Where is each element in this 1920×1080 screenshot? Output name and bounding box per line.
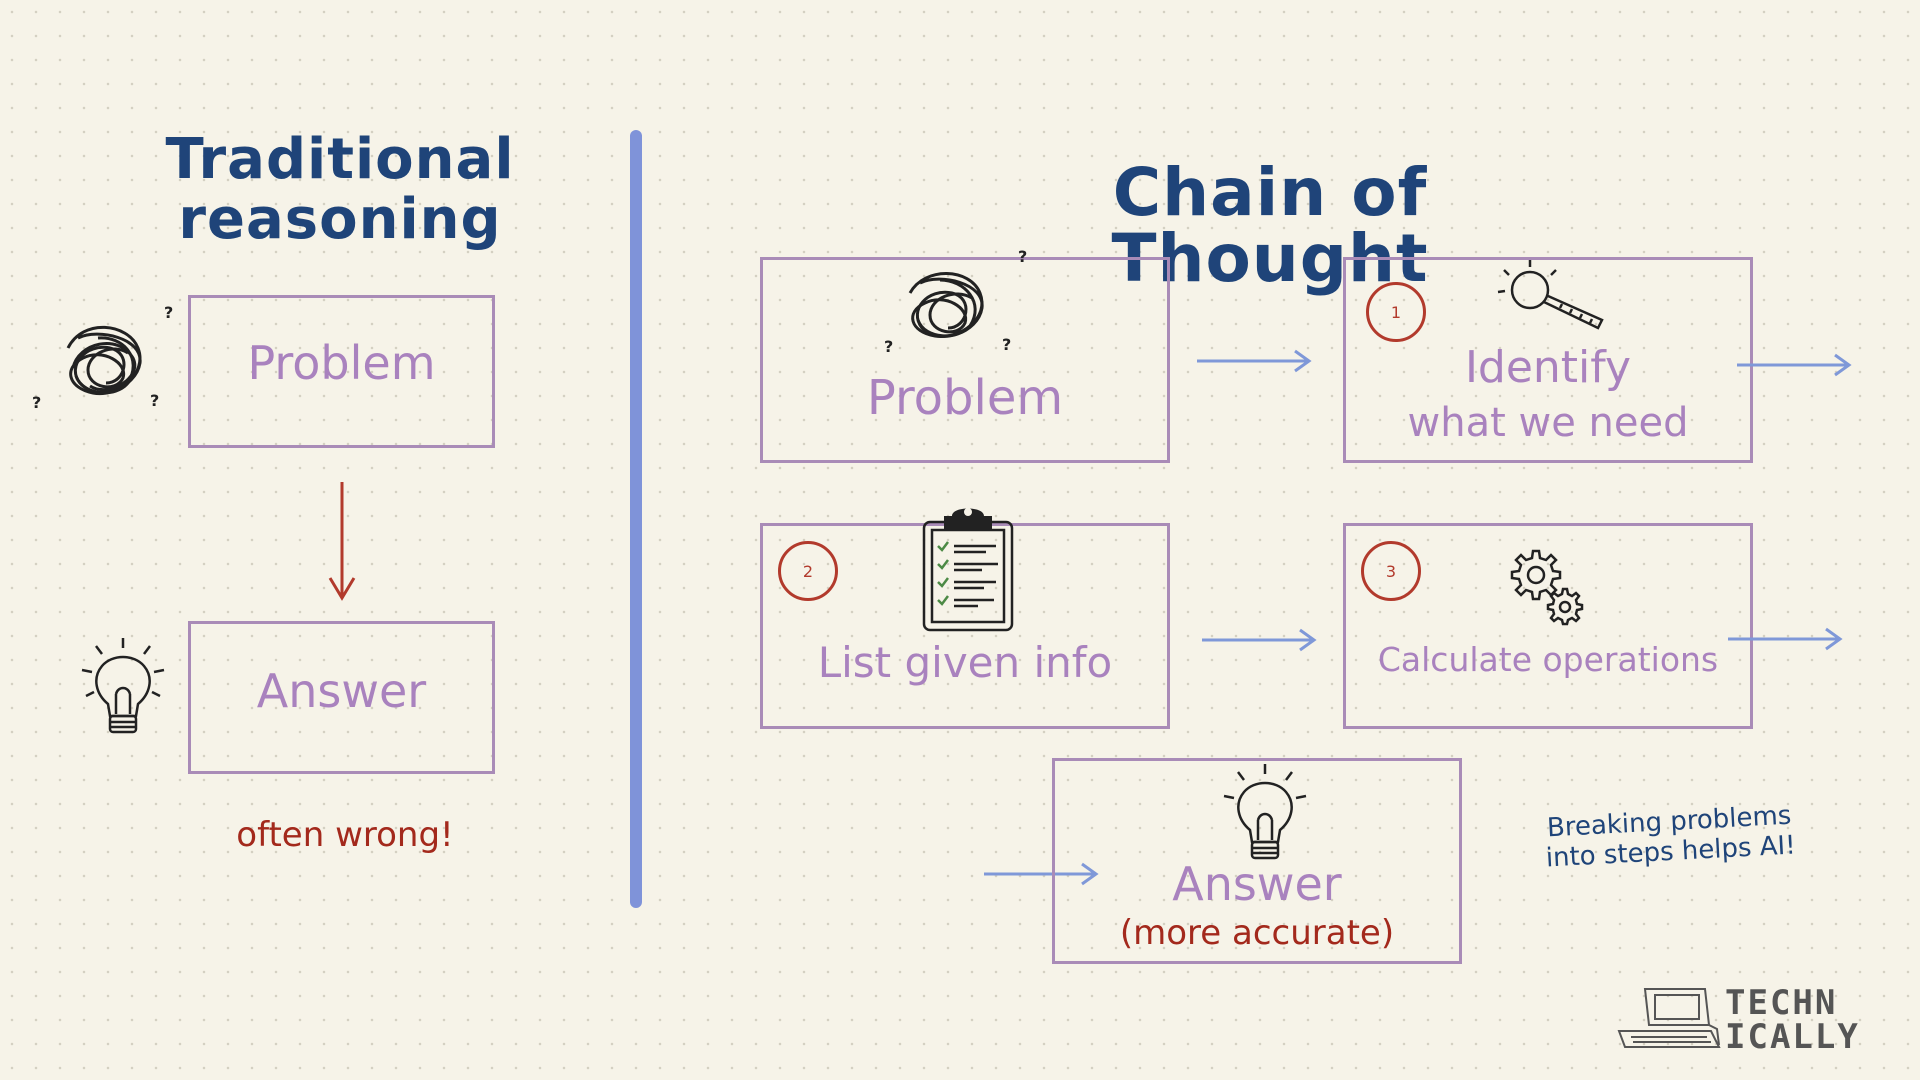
svg-text:?: ? [1002, 335, 1011, 354]
svg-text:?: ? [164, 303, 173, 322]
svg-text:?: ? [32, 393, 41, 412]
lightbulb-icon [1223, 764, 1307, 860]
step3-label: Calculate operations [1377, 640, 1719, 679]
flow-arrow [984, 862, 1099, 886]
svg-text:?: ? [1018, 247, 1027, 266]
traditional-title: Traditional reasoning [150, 132, 530, 248]
step1-badge: 1 [1366, 282, 1426, 342]
cot-step1-box: 1 Identify what we need [1343, 257, 1753, 463]
flow-arrow [1728, 627, 1843, 651]
traditional-title-line2: reasoning [178, 187, 502, 252]
traditional-title-line1: Traditional [165, 127, 515, 192]
step1-label-line1: Identify [1464, 342, 1632, 393]
gears-icon [1510, 549, 1584, 626]
step3-badge: 3 [1361, 541, 1421, 601]
retro-computer-icon [1617, 988, 1721, 1048]
traditional-answer-label: Answer [256, 664, 427, 718]
brand-logo: TECHN ICALLY [1725, 986, 1860, 1054]
flow-arrow [1202, 628, 1317, 652]
traditional-problem-label: Problem [247, 336, 436, 390]
step2-badge: 2 [778, 541, 838, 601]
traditional-answer-box: Answer [188, 621, 495, 774]
traditional-problem-box: Problem [188, 295, 495, 448]
cot-note: Breaking problems into steps helps AI! [1499, 799, 1842, 876]
flow-arrow [1737, 353, 1852, 377]
confused-scribble-icon: ? ? ? [32, 303, 173, 412]
cot-answer-label: Answer [1172, 857, 1342, 911]
step1-label-line2: what we need [1407, 400, 1689, 446]
magnifying-glass-icon [1497, 260, 1604, 330]
traditional-down-arrow [328, 482, 356, 601]
confused-scribble-icon: ? ? ? [884, 247, 1027, 356]
svg-text:?: ? [150, 391, 159, 410]
cot-problem-label: Problem [866, 370, 1064, 426]
lightbulb-icon [81, 638, 165, 734]
step2-label: List given info [817, 638, 1113, 687]
cot-answer-box: Answer (more accurate) [1052, 758, 1462, 964]
brand-line2: ICALLY [1725, 1017, 1860, 1057]
cot-step3-box: 3 Calculate operations [1343, 523, 1753, 729]
brand-line1: TECHN [1725, 983, 1838, 1023]
cot-problem-box: Problem [760, 257, 1170, 463]
divider-line [630, 130, 642, 908]
cot-answer-sub: (more accurate) [1119, 913, 1395, 953]
cot-title: Chain of Thought [1111, 154, 1429, 297]
svg-text:?: ? [884, 337, 893, 356]
clipboard-checklist-icon [922, 508, 1014, 632]
flow-arrow [1197, 349, 1312, 373]
often-wrong-note: often wrong! [236, 815, 454, 855]
